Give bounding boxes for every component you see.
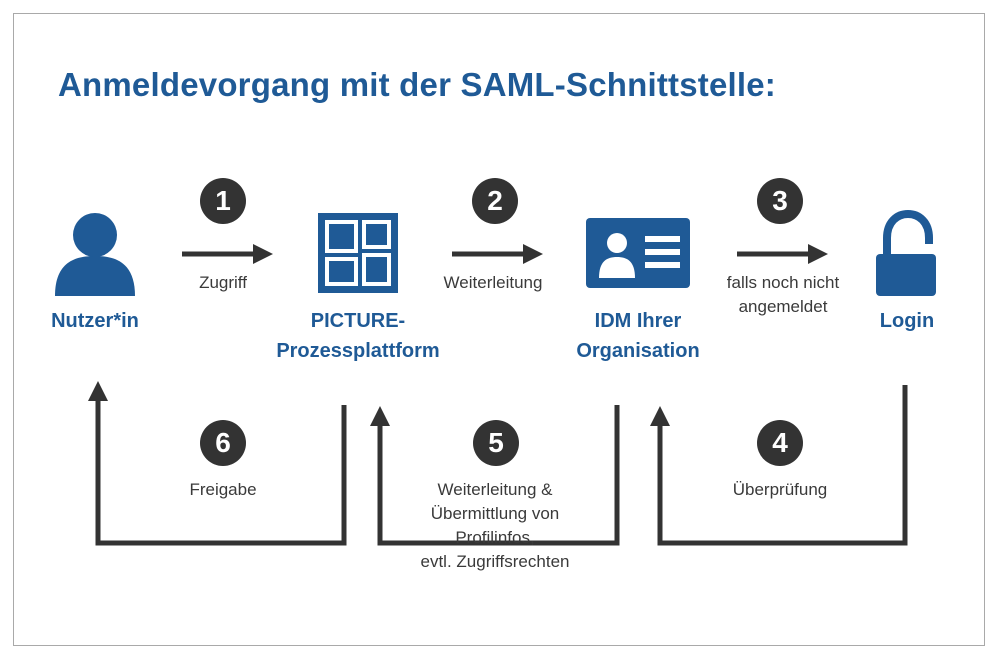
step-5-badge: 5 [473, 420, 519, 466]
step-3-badge: 3 [757, 178, 803, 224]
node-platform-label: PICTURE- Prozessplattform [276, 310, 440, 362]
arrow-step-6 [88, 381, 347, 546]
node-login-label: Login [879, 310, 935, 332]
node-user-label: Nutzer*in [51, 310, 139, 332]
step-5-label: Weiterleitung & Übermittlung von Profili… [420, 480, 570, 571]
step-2-badge: 2 [472, 178, 518, 224]
step-2-label: Weiterleitung [443, 273, 543, 292]
arrow-step-5 [370, 405, 620, 546]
user-icon [55, 213, 135, 296]
arrow-step-4 [650, 385, 908, 546]
step-6-label: Freigabe [189, 480, 257, 499]
platform-logo-icon [318, 213, 398, 293]
step-1-badge: 1 [200, 178, 246, 224]
step-4-badge: 4 [757, 420, 803, 466]
step-3-label: falls noch nicht angemeldet [726, 273, 840, 316]
step-4-label: Überprüfung [732, 480, 828, 499]
node-idm-label: IDM Ihrer Organisation [576, 310, 700, 362]
id-card-icon [586, 218, 690, 288]
step-1-label: Zugriff [199, 273, 247, 292]
unlock-icon [876, 209, 936, 296]
page-title: Anmeldevorgang mit der SAML-Schnittstell… [58, 66, 776, 103]
step-6-badge: 6 [200, 420, 246, 466]
